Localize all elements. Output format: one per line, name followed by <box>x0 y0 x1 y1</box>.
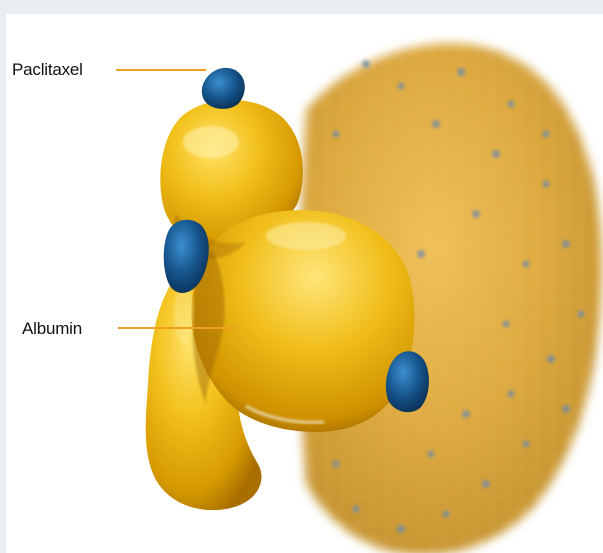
albumin-label: Albumin <box>22 319 82 339</box>
albumin-paclitaxel-illustration <box>6 14 603 553</box>
paclitaxel-label: Paclitaxel <box>12 60 83 80</box>
illustration-panel: Paclitaxel Albumin <box>6 14 603 553</box>
